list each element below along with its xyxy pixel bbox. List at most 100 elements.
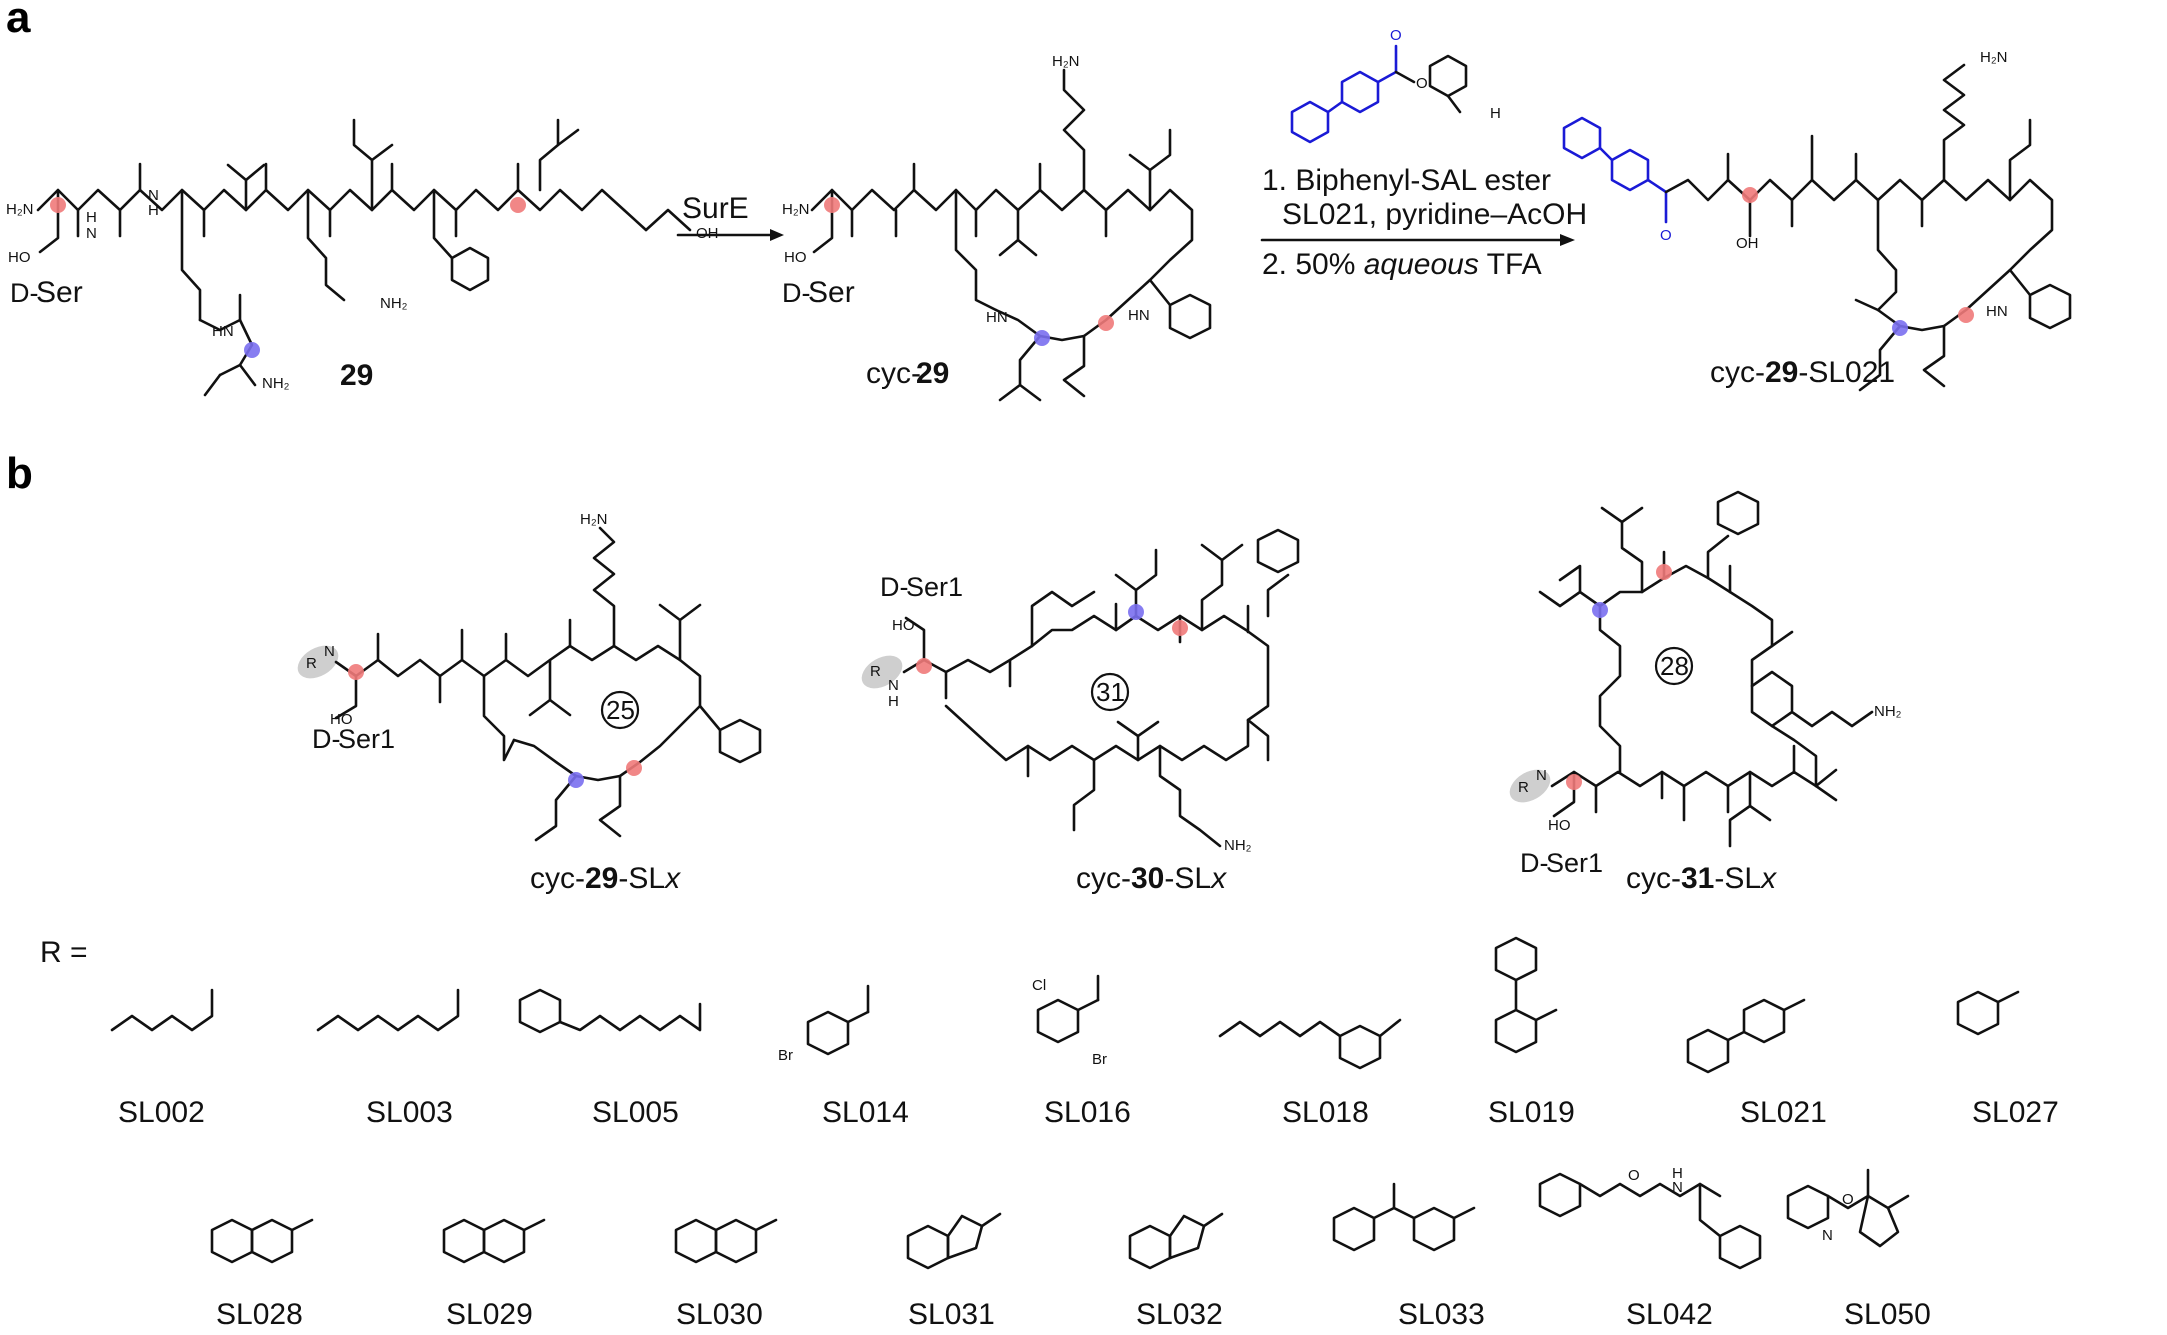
svg-text:O: O <box>1842 1191 1854 1208</box>
cyc29sl021-num: 29 <box>1765 356 1798 389</box>
rgroup-sl027: SL027 <box>1972 1096 2059 1129</box>
svg-text:R: R <box>1518 779 1529 796</box>
cyc30-slx-label: cyc-30-SLx <box>1076 862 1227 895</box>
cyc-29-structure: H₂N HO H₂N HN HN <box>782 53 1212 402</box>
cyc30slx-prefix: cyc- <box>1076 862 1131 895</box>
cyc31slx-var: x <box>1759 862 1777 895</box>
cyc29-serine-label: Ser <box>808 276 855 309</box>
svg-text:O: O <box>1390 27 1402 44</box>
svg-text:OH: OH <box>696 225 719 242</box>
svg-text:N: N <box>86 225 97 242</box>
rgroup-sl028: SL028 <box>216 1298 303 1331</box>
rgroup-sl050: SL050 <box>1844 1298 1931 1331</box>
cyc30slx-num: 30 <box>1131 862 1164 895</box>
rgroup-sl005: SL005 <box>592 1096 679 1129</box>
macrocycle-cyc29-slx: 25 RN HO H₂N <box>297 511 762 842</box>
step2-text: 2. 50% aqueous TFA <box>1262 248 1542 281</box>
cyc-29-sl021-structure: O OH H₂N HN <box>1562 49 2072 392</box>
svg-text:N: N <box>1672 1179 1683 1196</box>
step1-line2: SL021, pyridine–AcOH <box>1282 198 1587 231</box>
cyc29-serine-prefix: D- <box>782 278 811 308</box>
rgroup-sl031: SL031 <box>908 1298 995 1331</box>
svg-text:N: N <box>1536 767 1547 784</box>
step2-suffix: TFA <box>1479 248 1542 281</box>
svg-text:Br: Br <box>778 1047 793 1064</box>
cyc31slx-prefix: cyc- <box>1626 862 1681 895</box>
svg-text:N: N <box>888 677 899 694</box>
svg-text:NH₂: NH₂ <box>380 295 408 312</box>
cyc30slx-suffix: -SL <box>1164 862 1211 895</box>
r-group-structures-row1: Br Cl Br <box>110 936 2020 1074</box>
svg-text:Cl: Cl <box>1032 977 1046 994</box>
panel-label-a: a <box>6 0 31 42</box>
svg-text:N: N <box>324 643 335 660</box>
step2-italic: aqueous <box>1364 248 1479 281</box>
compound-29-label: 29 <box>340 359 373 392</box>
svg-text:Br: Br <box>1092 1051 1107 1068</box>
rgroup-sl042: SL042 <box>1626 1298 1713 1331</box>
start-serine-label: Ser <box>36 276 83 309</box>
svg-text:H: H <box>888 693 899 710</box>
svg-text:NH₂: NH₂ <box>262 375 290 392</box>
sure-arrowhead <box>770 229 784 241</box>
svg-text:H: H <box>148 202 159 219</box>
cyc29-sl021-label: cyc-29-SL021 <box>1710 356 1895 389</box>
r-equals-label: R = <box>40 936 88 969</box>
cyc31slx-ser-prefix: D- <box>1520 848 1549 878</box>
svg-text:H: H <box>1490 105 1501 122</box>
svg-text:O: O <box>1628 1167 1640 1184</box>
svg-text:H: H <box>1672 1165 1683 1182</box>
svg-text:N: N <box>1822 1227 1833 1244</box>
start-serine-prefix: D- <box>10 278 39 308</box>
cyc29slx-num: 29 <box>585 862 618 895</box>
svg-text:R: R <box>306 655 317 672</box>
svg-text:OH: OH <box>1736 235 1759 252</box>
rgroup-sl033: SL033 <box>1398 1298 1485 1331</box>
cyc29-slx-label: cyc-29-SLx <box>530 862 681 895</box>
reaction-arrowhead <box>1560 234 1575 246</box>
rgroup-sl030: SL030 <box>676 1298 763 1331</box>
svg-text:HN: HN <box>212 323 234 340</box>
rgroup-sl002: SL002 <box>118 1096 205 1129</box>
cyc29slx-var: x <box>663 862 681 895</box>
svg-text:HN: HN <box>986 309 1008 326</box>
cyc29-label-num: 29 <box>916 357 949 390</box>
svg-text:N: N <box>148 187 159 204</box>
svg-text:H₂N: H₂N <box>1980 49 2008 66</box>
rgroup-sl016: SL016 <box>1044 1096 1131 1129</box>
cyc29slx-ser-prefix: D- <box>312 724 341 754</box>
cyc29sl021-prefix: cyc- <box>1710 356 1765 389</box>
svg-text:HO: HO <box>330 711 353 728</box>
svg-text:HO: HO <box>1548 817 1571 834</box>
ring-size-28: 28 <box>1660 651 1689 681</box>
cyc29slx-ser: Ser1 <box>338 724 395 754</box>
svg-text:O: O <box>1416 75 1428 92</box>
macrocycle-cyc31-slx: 28 RN HO NH₂ <box>1509 490 1902 848</box>
r-group-structures-row2: O HN N O <box>210 1165 1910 1270</box>
cyc29-label-prefix: cyc- <box>866 357 921 390</box>
svg-text:HO: HO <box>8 249 31 266</box>
enzyme-label: SurE <box>682 192 749 225</box>
ring-size-25: 25 <box>606 695 635 725</box>
cyc30slx-ser-prefix: D- <box>880 572 909 602</box>
cyc29slx-suffix: -SL <box>618 862 665 895</box>
svg-text:H₂N: H₂N <box>782 201 810 218</box>
rgroup-sl014: SL014 <box>822 1096 909 1129</box>
svg-text:R: R <box>870 663 881 680</box>
svg-text:NH₂: NH₂ <box>1224 837 1252 854</box>
rgroup-sl019: SL019 <box>1488 1096 1575 1129</box>
cyc30slx-var: x <box>1209 862 1227 895</box>
svg-text:HO: HO <box>784 249 807 266</box>
rgroup-sl003: SL003 <box>366 1096 453 1129</box>
cyc29slx-prefix: cyc- <box>530 862 585 895</box>
cyc31slx-num: 31 <box>1681 862 1714 895</box>
cyc29sl021-suffix: -SL021 <box>1798 356 1895 389</box>
macrocycle-cyc30-slx: 31 RNH HO NH₂ <box>861 528 1300 854</box>
cyc31-slx-label: cyc-31-SLx <box>1626 862 1777 895</box>
svg-text:H₂N: H₂N <box>6 201 34 218</box>
cyc31slx-suffix: -SL <box>1714 862 1761 895</box>
svg-text:H₂N: H₂N <box>580 511 608 528</box>
svg-text:NH₂: NH₂ <box>1874 703 1902 720</box>
step1-line1: 1. Biphenyl-SAL ester <box>1262 164 1551 197</box>
biphenyl-sal-ester-reagent: O O H <box>1290 27 1501 144</box>
